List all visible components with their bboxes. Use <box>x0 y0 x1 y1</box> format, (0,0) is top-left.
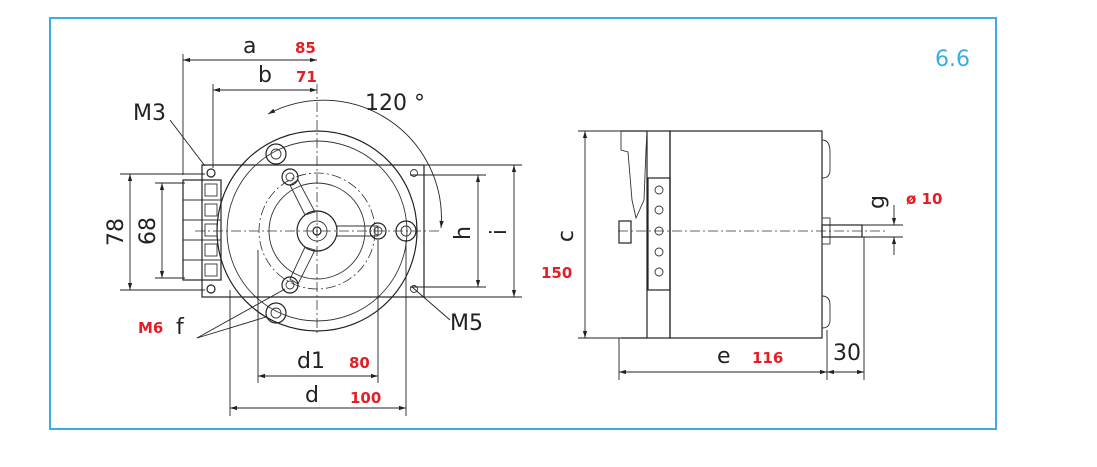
end-plate <box>646 130 671 339</box>
corner-hole <box>410 285 418 293</box>
m6-hole <box>265 143 287 165</box>
label-a: a <box>243 34 256 59</box>
screw-hole <box>281 276 299 294</box>
m5-leader <box>411 286 451 321</box>
figure-reference: 6.6 <box>935 47 970 72</box>
value-e: 116 <box>752 349 783 367</box>
label-m3: M3 <box>133 101 166 126</box>
side-terminal <box>647 177 671 291</box>
label-c: c <box>554 230 579 242</box>
value-b: 71 <box>296 68 317 86</box>
label-d1: d1 <box>297 349 325 374</box>
label-d: d <box>305 383 319 408</box>
side-view <box>578 130 903 380</box>
label-f: f <box>176 315 185 340</box>
drawing-frame <box>49 17 997 430</box>
label-m5: M5 <box>450 311 483 336</box>
label-g: g <box>865 195 890 209</box>
label-h: h <box>451 226 476 240</box>
screw-hole <box>281 168 299 186</box>
front-view <box>120 54 522 416</box>
corner-hole <box>206 168 216 178</box>
terminal-block <box>182 179 222 281</box>
label-b: b <box>258 63 272 88</box>
value-m6: M6 <box>138 319 163 337</box>
f-leader <box>196 316 267 339</box>
m3-leader <box>169 119 206 167</box>
value-a: 85 <box>295 39 316 57</box>
label-78: 78 <box>104 218 129 246</box>
m6-hole <box>265 302 287 324</box>
value-c: 150 <box>541 264 572 282</box>
label-68: 68 <box>136 217 161 245</box>
label-angle: 120 ° <box>365 91 425 116</box>
label-30: 30 <box>833 341 861 366</box>
angle-arc <box>267 99 444 229</box>
label-i: i <box>487 229 512 235</box>
corner-hole <box>206 284 216 294</box>
label-e: e <box>717 344 731 369</box>
value-g: ø 10 <box>906 190 942 208</box>
value-d1: 80 <box>349 354 370 372</box>
motor-body <box>669 130 823 339</box>
value-d: 100 <box>350 389 381 407</box>
